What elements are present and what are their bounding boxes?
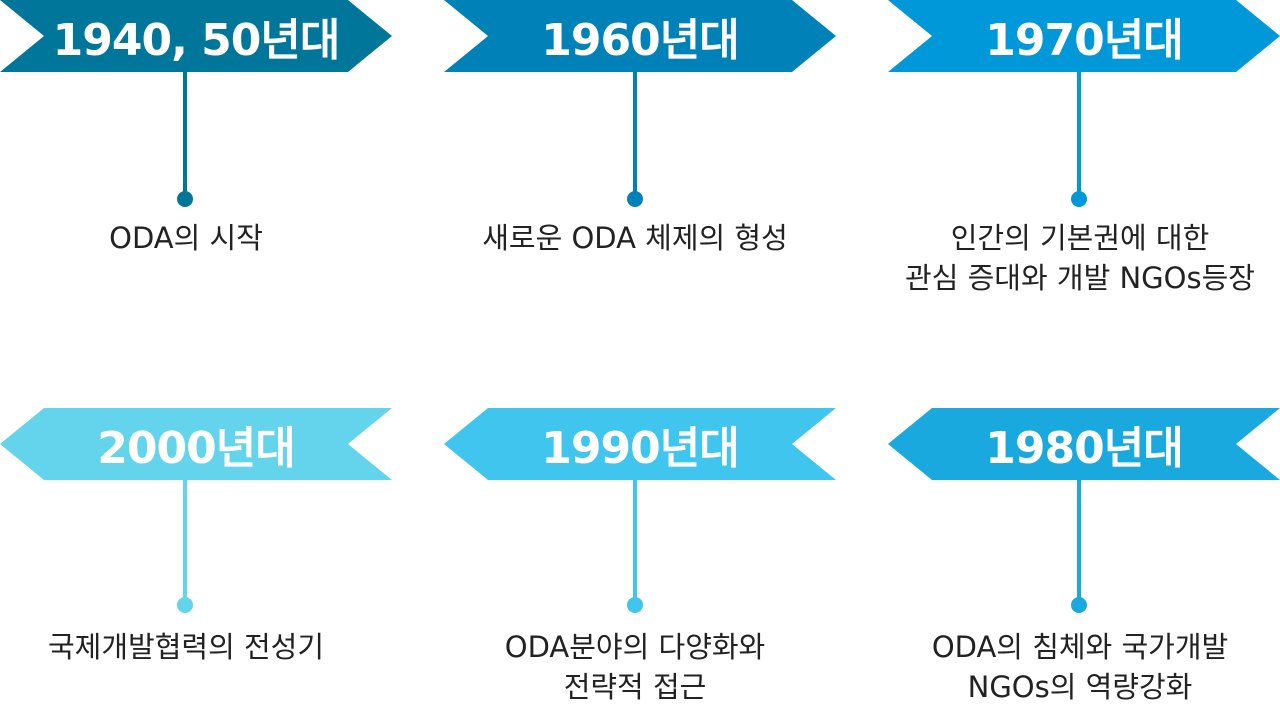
timeline-description-1960s: 새로운 ODA 체제의 형성 [430,218,840,258]
description-line: NGOs의 역량강화 [967,670,1193,704]
description-line: 관심 증대와 개발 NGOs등장 [905,261,1255,295]
banner-label: 1960년대 [541,15,739,66]
banner-label: 1980년대 [985,423,1183,474]
timeline-stem [1077,480,1081,604]
timeline-stem [633,72,637,198]
timeline-description-1990s: ODA분야의 다양화와 전략적 접근 [430,627,840,707]
description-line: ODA분야의 다양화와 [504,630,766,664]
timeline-description-1940s: ODA의 시작 [0,218,372,258]
timeline-banner-2000s: 2000년대 [0,408,392,480]
timeline-dot [177,597,193,613]
description-line: ODA의 시작 [109,221,263,255]
timeline-banner-1970s: 1970년대 [888,0,1280,72]
timeline-dot [627,597,643,613]
timeline-description-1980s: ODA의 침체와 국가개발 NGOs의 역량강화 [880,627,1280,707]
timeline-dot [627,191,643,207]
timeline-dot [1071,191,1087,207]
description-line: 인간의 기본권에 대한 [950,221,1210,255]
timeline-dot [177,191,193,207]
timeline-description-1970s: 인간의 기본권에 대한 관심 증대와 개발 NGOs등장 [880,218,1280,298]
timeline-stem [183,480,187,604]
timeline-banner-1990s: 1990년대 [444,408,836,480]
banner-label: 1990년대 [541,423,739,474]
timeline-description-2000s: 국제개발협력의 전성기 [0,627,372,667]
description-line: ODA의 침체와 국가개발 [931,630,1229,664]
banner-label: 2000년대 [97,423,295,474]
timeline-banner-1960s: 1960년대 [444,0,836,72]
timeline-stem [633,480,637,604]
banner-label: 1940, 50년대 [52,15,340,66]
timeline-stem [183,72,187,198]
description-line: 국제개발협력의 전성기 [47,630,325,664]
description-line: 전략적 접근 [563,670,707,704]
timeline-dot [1071,597,1087,613]
description-line: 새로운 ODA 체제의 형성 [482,221,788,255]
banner-label: 1970년대 [985,15,1183,66]
timeline-banner-1940s: 1940, 50년대 [0,0,392,72]
timeline-banner-1980s: 1980년대 [888,408,1280,480]
timeline-stem [1077,72,1081,198]
